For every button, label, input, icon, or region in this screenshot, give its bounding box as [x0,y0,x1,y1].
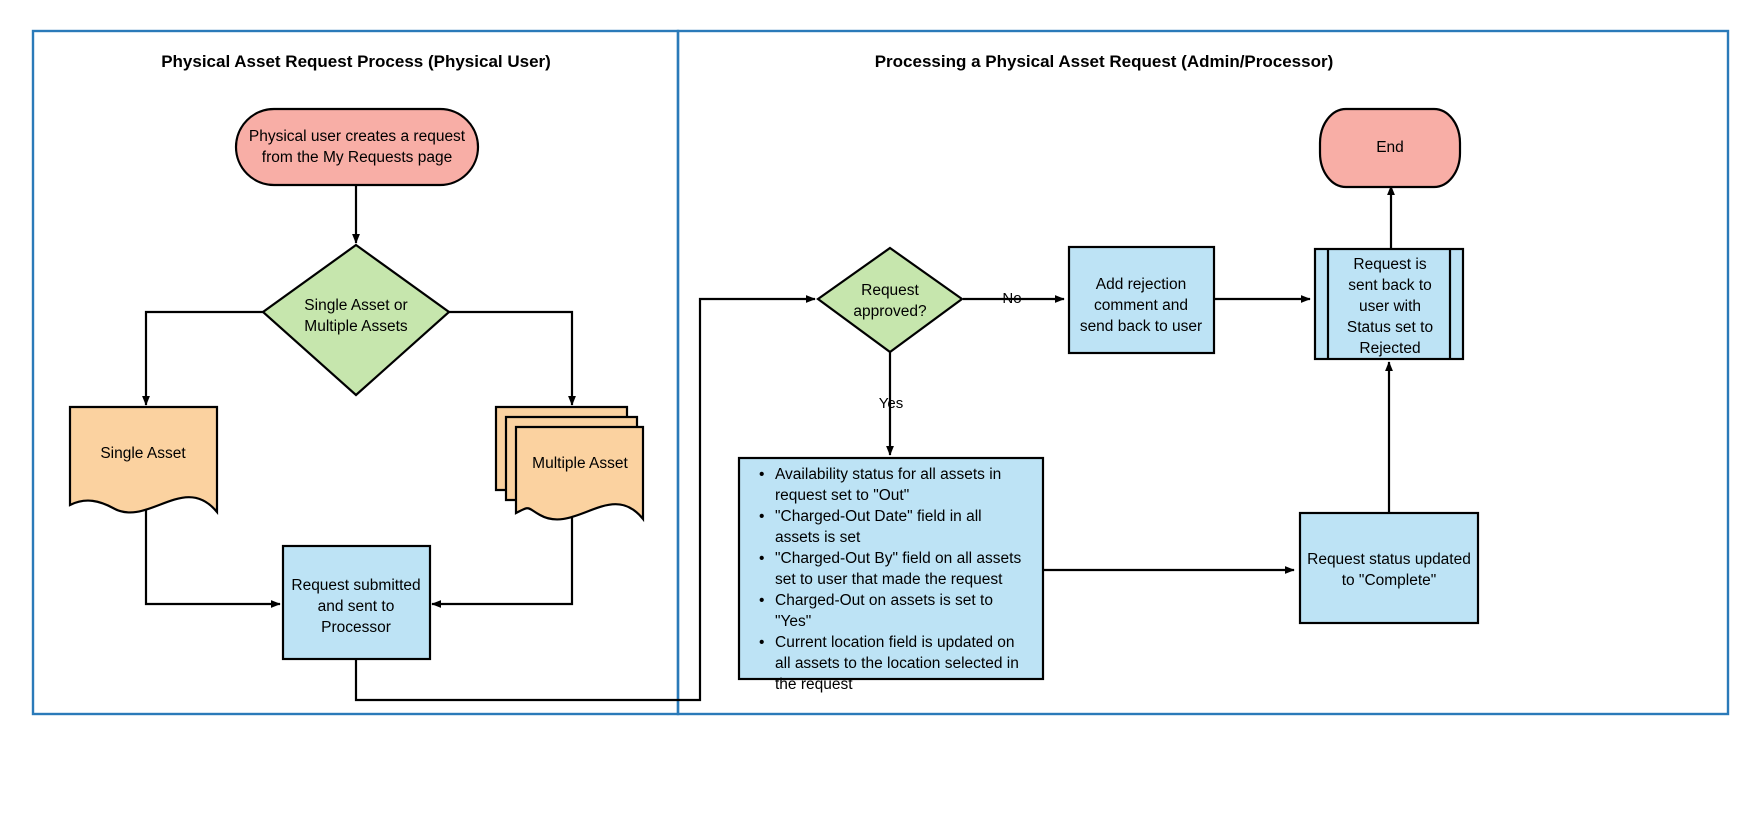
node-request-submitted[interactable]: Request submitted and sent to Processor [281,544,432,661]
bullet-marker-2: • [759,508,764,525]
connector-multiple-to-submitted [431,517,574,608]
bullet-1-line-2: request set to "Out" [775,487,909,504]
bullet-2-line-1: "Charged-Out Date" field in all [775,508,982,525]
node-multiple-asset[interactable]: Multiple Asset [494,405,645,523]
bullet-5-line-2: all assets to the location selected in [775,655,1019,672]
connector-decision-to-multiple [448,310,576,406]
edge-label-yes: Yes [879,395,903,412]
bullet-5-line-1: Current location field is updated on [775,634,1015,651]
left-panel-title: Physical Asset Request Process (Physical… [161,52,551,71]
node-request-approved-line-2: approved? [853,303,927,320]
node-single-asset[interactable]: Single Asset [68,405,219,516]
node-add-rejection-line-1: Add rejection [1096,276,1186,293]
bullet-3-line-1: "Charged-Out By" field on all assets [775,550,1021,567]
node-request-submitted-line-2: and sent to [318,598,395,615]
connector-single-to-submitted [144,508,281,608]
node-decision-line-2: Multiple Assets [304,318,408,335]
node-request-status-complete[interactable]: Request status updated to "Complete" [1298,511,1480,625]
right-panel-frame [676,29,1730,716]
node-request-sent-back-rejected[interactable]: Request is sent back to user with Status… [1313,247,1465,361]
node-sent-back-line-1: Request is [1353,256,1426,273]
bullet-1-line-1: Availability status for all assets in [775,466,1001,483]
node-end[interactable]: End [1318,107,1462,189]
node-request-submitted-line-1: Request submitted [291,577,420,594]
bullet-4-line-2: "Yes" [775,613,811,630]
node-add-rejection-line-3: send back to user [1080,318,1202,335]
bullet-marker-5: • [759,634,764,651]
node-start[interactable]: Physical user creates a request from the… [234,107,480,187]
bullet-3-line-2: set to user that made the request [775,571,1003,588]
bullet-marker-1: • [759,466,764,483]
bullet-marker-3: • [759,550,764,567]
node-approved-actions[interactable]: • Availability status for all assets in … [737,456,1045,693]
node-end-label: End [1376,139,1404,156]
bullet-4-line-1: Charged-Out on assets is set to [775,592,993,609]
node-sent-back-line-3: user with [1359,298,1421,315]
node-multiple-asset-label: Multiple Asset [532,455,628,472]
bullet-marker-4: • [759,592,764,609]
node-start-line-1: Physical user creates a request [249,128,466,145]
node-single-asset-label: Single Asset [100,445,186,462]
node-start-line-2: from the My Requests page [262,149,452,166]
node-sent-back-line-4: Status set to [1347,319,1433,336]
bullet-2-line-2: assets is set [775,529,861,546]
node-add-rejection-line-2: comment and [1094,297,1188,314]
node-add-rejection-comment[interactable]: Add rejection comment and send back to u… [1067,245,1216,355]
node-sent-back-line-5: Rejected [1359,340,1420,357]
node-request-submitted-line-3: Processor [321,619,391,636]
bullet-5-line-3: the request [775,676,853,693]
node-status-complete-line-2: to "Complete" [1342,572,1437,589]
node-request-approved-line-1: Request [861,282,919,299]
connector-submitted-to-approved [354,295,816,702]
node-decision-line-1: Single Asset or [304,297,407,314]
node-status-complete-line-1: Request status updated [1307,551,1471,568]
connector-decision-to-single [142,310,264,406]
edge-label-no: No [1002,290,1021,307]
right-panel-title: Processing a Physical Asset Request (Adm… [875,52,1334,71]
node-sent-back-line-2: sent back to [1348,277,1432,294]
node-request-approved[interactable]: Request approved? [816,246,964,354]
node-decision-single-or-multiple[interactable]: Single Asset or Multiple Assets [261,243,451,397]
